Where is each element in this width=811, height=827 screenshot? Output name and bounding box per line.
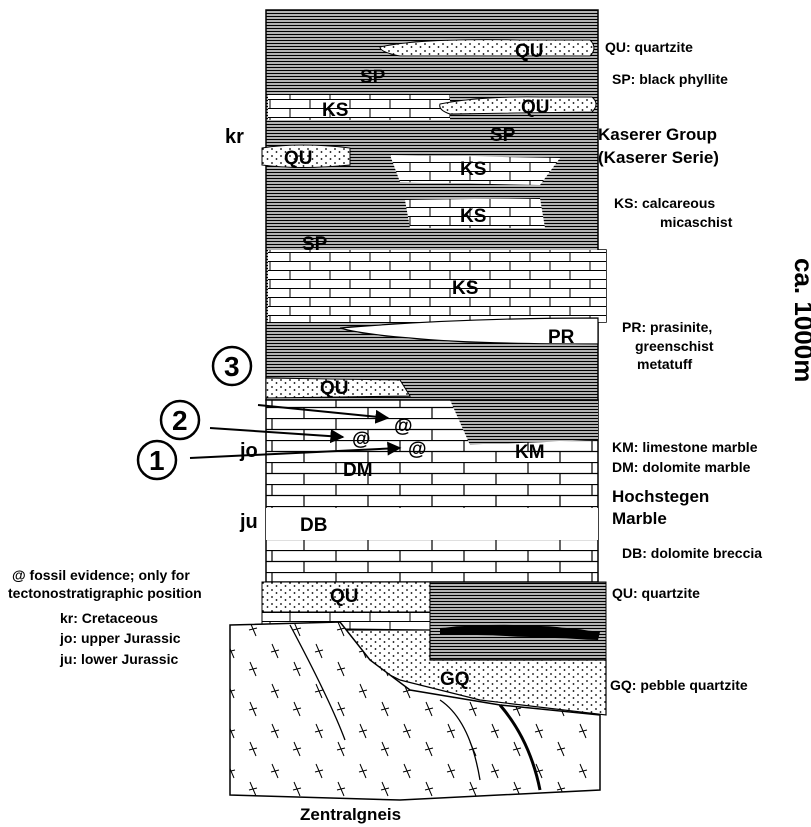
unit-qu-5: QU: [330, 586, 359, 607]
age-kr: kr: [225, 126, 244, 148]
legend-sp: SP: black phyllite: [612, 71, 728, 87]
unit-pr: PR: [548, 327, 575, 348]
unit-ks-1: KS: [322, 100, 348, 121]
unit-dm: DM: [343, 460, 373, 481]
fossil-marker-1: @: [408, 439, 427, 460]
legend-ju: ju: lower Jurassic: [59, 651, 178, 667]
legend-qu: QU: quartzite: [605, 39, 693, 55]
legend-pr-3: metatuff: [637, 356, 693, 372]
unit-db: DB: [300, 515, 327, 536]
thickness-label: ca. 1000m: [789, 258, 811, 382]
marker-2-label: 2: [172, 405, 188, 436]
legend-fossil-1: @ fossil evidence; only for: [12, 567, 190, 583]
legend-jo: jo: upper Jurassic: [59, 630, 181, 646]
legend-ks-1: KS: calcareous: [614, 195, 715, 211]
column: [230, 10, 606, 800]
legend-gq: GQ: pebble quartzite: [610, 677, 748, 693]
lens-ks-1: [268, 95, 450, 120]
unit-ks-3: KS: [460, 206, 486, 227]
legend-left: @ fossil evidence; only for tectonostrat…: [8, 567, 202, 667]
marker-1-label: 1: [149, 445, 165, 476]
legend-dm: DM: dolomite marble: [612, 459, 751, 475]
unit-gq: GQ: [440, 669, 470, 690]
marker-3-label: 3: [224, 351, 240, 382]
legend-kaserer-2: (Kaserer Serie): [598, 148, 719, 167]
basement-label: Zentralgneis: [300, 805, 401, 824]
legend-right: QU: quartzite SP: black phyllite Kaserer…: [598, 39, 762, 693]
layer-phyllite-lower: [430, 582, 606, 660]
unit-sp-1: SP: [360, 67, 386, 88]
unit-qu-top: QU: [515, 41, 544, 62]
legend-pr-2: greenschist: [635, 338, 714, 354]
unit-qu-4: QU: [320, 378, 349, 399]
lens-qu-top: [380, 40, 594, 56]
unit-sp-2: SP: [490, 125, 516, 146]
legend-qu2: QU: quartzite: [612, 585, 700, 601]
legend-km: KM: limestone marble: [612, 439, 758, 455]
fossil-marker-2: @: [352, 429, 371, 450]
unit-sp-3: SP: [302, 234, 328, 255]
age-jo: jo: [239, 440, 258, 462]
legend-ks-2: micaschist: [660, 214, 733, 230]
age-labels: kr jo ju: [225, 126, 258, 533]
legend-hoch-2: Marble: [612, 509, 667, 528]
legend-kaserer-1: Kaserer Group: [598, 125, 717, 144]
unit-ks-4: KS: [452, 278, 478, 299]
wedge-phyllite-upper: [450, 400, 598, 445]
unit-ks-2: KS: [460, 159, 486, 180]
legend-hoch-1: Hochstegen: [612, 487, 709, 506]
legend-kr: kr: Cretaceous: [60, 610, 158, 626]
fossil-marker-3: @: [394, 416, 413, 437]
unit-km: KM: [515, 442, 545, 463]
legend-pr-1: PR: prasinite,: [622, 319, 712, 335]
legend-fossil-2: tectonostratigraphic position: [8, 585, 202, 601]
unit-qu-3: QU: [284, 148, 313, 169]
layer-ks-main: [268, 250, 606, 322]
unit-qu-2: QU: [521, 97, 550, 118]
age-ju: ju: [239, 511, 258, 533]
legend-db: DB: dolomite breccia: [622, 545, 762, 561]
